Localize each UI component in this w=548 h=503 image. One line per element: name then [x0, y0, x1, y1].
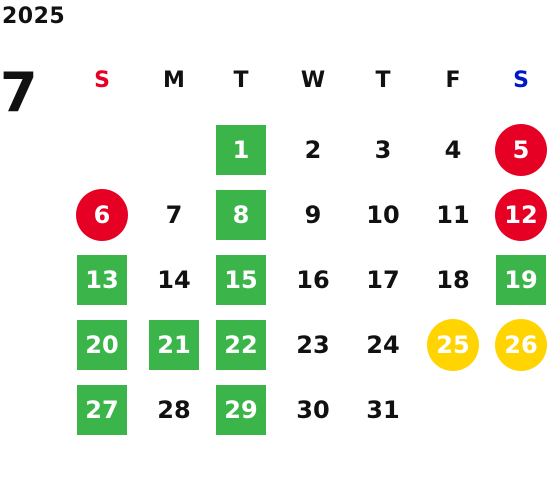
calendar-day-cell: 29 [206, 385, 276, 435]
calendar-day-cell: 11 [418, 190, 488, 240]
weekday-label: F [445, 68, 461, 93]
calendar-day-number: 19 [504, 266, 538, 294]
calendar-day-cell: 3 [348, 125, 418, 175]
calendar-day-cell: 5 [486, 125, 548, 175]
weekday-label: T [375, 68, 391, 93]
calendar-day-cell: 2 [278, 125, 348, 175]
calendar-day-number: 2 [304, 136, 322, 164]
calendar-day-cell: 17 [348, 255, 418, 305]
calendar-day-cell: 12 [486, 190, 548, 240]
calendar-day-number: 13 [85, 266, 119, 294]
calendar-day-number: 31 [366, 396, 400, 424]
calendar-day-cell: 10 [348, 190, 418, 240]
weekday-label: T [233, 68, 249, 93]
calendar-day-number: 6 [93, 201, 111, 229]
calendar-day-number: 7 [165, 201, 183, 229]
calendar-day-number: 20 [85, 331, 119, 359]
calendar-day-cell: 25 [418, 320, 488, 370]
calendar-day-cell: 6 [67, 190, 137, 240]
calendar-day-cell: 31 [348, 385, 418, 435]
calendar-day-cell: 19 [486, 255, 548, 305]
calendar-day-number: 25 [436, 331, 470, 359]
calendar-day-number: 4 [444, 136, 462, 164]
calendar-day-cell: 20 [67, 320, 137, 370]
weekday-label: W [300, 68, 326, 93]
calendar-day-cell: 7 [139, 190, 209, 240]
calendar-day-number: 10 [366, 201, 400, 229]
calendar-day-number: 9 [304, 201, 322, 229]
calendar-day-number: 5 [512, 136, 530, 164]
calendar-day-cell: 1 [206, 125, 276, 175]
calendar-day-number: 27 [85, 396, 119, 424]
weekday-label: S [94, 68, 110, 93]
calendar-day-cell: 18 [418, 255, 488, 305]
weekday-label: M [163, 68, 185, 93]
calendar-day-cell: 30 [278, 385, 348, 435]
calendar-day-number: 23 [296, 331, 330, 359]
calendar-day-cell: 15 [206, 255, 276, 305]
calendar-day-number: 26 [504, 331, 538, 359]
calendar-day-cell: 8 [206, 190, 276, 240]
calendar-day-number: 17 [366, 266, 400, 294]
calendar-day-cell: 9 [278, 190, 348, 240]
year-label: 2025 [2, 4, 66, 29]
calendar-day-number: 24 [366, 331, 400, 359]
calendar-day-number: 3 [374, 136, 392, 164]
calendar-day-cell: 13 [67, 255, 137, 305]
calendar-day-number: 21 [157, 331, 191, 359]
calendar-day-number: 14 [157, 266, 191, 294]
calendar-day-cell: 16 [278, 255, 348, 305]
calendar-day-number: 22 [224, 331, 258, 359]
calendar-day-number: 28 [157, 396, 191, 424]
calendar-day-cell: 27 [67, 385, 137, 435]
weekday-label: S [513, 68, 529, 93]
calendar-day-number: 12 [504, 201, 538, 229]
calendar-day-cell: 4 [418, 125, 488, 175]
calendar-day-cell: 22 [206, 320, 276, 370]
calendar-day-cell: 14 [139, 255, 209, 305]
calendar-day-number: 16 [296, 266, 330, 294]
calendar-day-number: 1 [232, 136, 250, 164]
calendar-day-number: 11 [436, 201, 470, 229]
calendar-day-cell: 26 [486, 320, 548, 370]
calendar-day-number: 30 [296, 396, 330, 424]
calendar-day-number: 15 [224, 266, 258, 294]
calendar-day-cell: 23 [278, 320, 348, 370]
month-label: 7 [0, 61, 38, 124]
calendar-day-cell: 24 [348, 320, 418, 370]
calendar-day-cell: 28 [139, 385, 209, 435]
calendar-day-number: 18 [436, 266, 470, 294]
calendar-day-number: 8 [232, 201, 250, 229]
calendar-day-number: 29 [224, 396, 258, 424]
calendar-day-cell: 21 [139, 320, 209, 370]
